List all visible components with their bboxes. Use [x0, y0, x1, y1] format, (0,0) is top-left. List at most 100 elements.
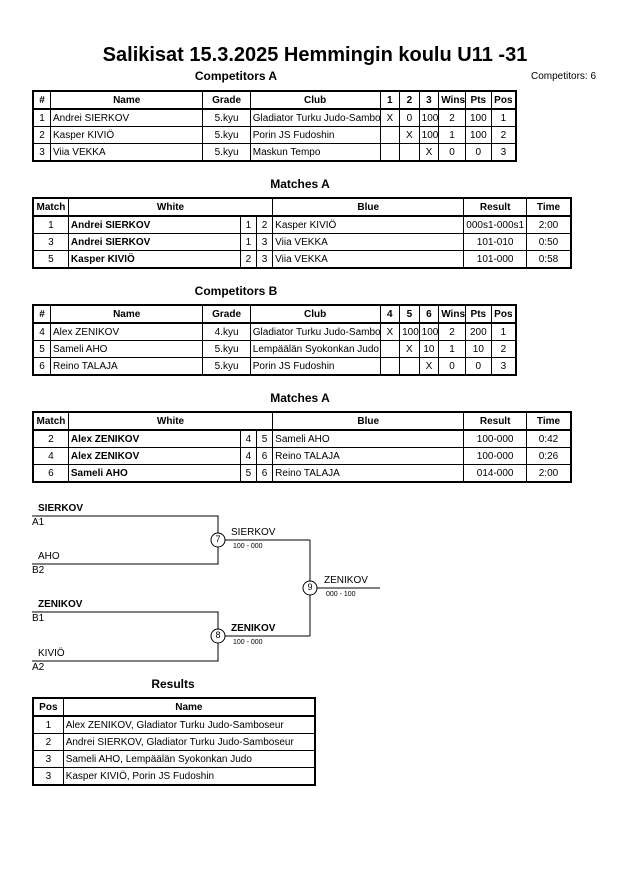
- cell-position: 1: [490, 108, 517, 127]
- header-number: #: [32, 90, 51, 110]
- cell-time: 2:00: [525, 464, 572, 483]
- match-9-marker: [302, 580, 318, 596]
- header-grade: Grade: [202, 304, 251, 324]
- m8-bottom-seed: A2: [32, 662, 45, 673]
- cell-result: 101-010: [463, 233, 527, 251]
- match-8-marker: [210, 628, 226, 644]
- cell-name: Sameli AHO, Lempäälän Syokonkan Judo: [62, 750, 316, 768]
- header-white: White: [67, 197, 274, 217]
- cell-club: Lempäälän Syokonkan Judo: [249, 340, 381, 358]
- m7-score: 100 - 000: [233, 543, 263, 550]
- cell-grade: 5.kyu: [202, 126, 251, 144]
- cell-name: Andrei SIERKOV, Gladiator Turku Judo-Sam…: [62, 733, 316, 751]
- header-m3: 6: [418, 304, 440, 324]
- header-wins: Wins: [438, 90, 466, 110]
- header-club: Club: [249, 304, 381, 324]
- m7-top-seed: A1: [32, 517, 45, 528]
- cell-grade: 5.kyu: [202, 143, 251, 162]
- cell-position: 2: [490, 126, 517, 144]
- header-blue: Blue: [272, 197, 465, 217]
- header-result: Result: [463, 411, 527, 431]
- cell-club: Porin JS Fudoshin: [249, 126, 381, 144]
- m7-winner: SIERKOV: [231, 527, 276, 538]
- cell-name: Kasper KIVIÖ, Porin JS Fudoshin: [62, 767, 316, 786]
- match-7-marker: [210, 532, 226, 548]
- m8-top-seed: B1: [32, 613, 45, 624]
- m8-top-name: ZENIKOV: [38, 599, 83, 610]
- cell-match: 3: [32, 233, 69, 251]
- cell-blue: Viia VEKKA: [272, 233, 465, 251]
- header-name: Name: [49, 90, 204, 110]
- cell-white: Andrei SIERKOV: [67, 233, 241, 251]
- m7-bottom-name: AHO: [38, 551, 60, 562]
- cell-position: 3: [32, 750, 64, 768]
- cell-wins: 0: [438, 143, 466, 162]
- cell-position: 2: [32, 733, 64, 751]
- cell-grade: 5.kyu: [202, 357, 251, 376]
- cell-name: Alex ZENIKOV, Gladiator Turku Judo-Sambo…: [62, 715, 316, 734]
- cell-blue-number: 6: [255, 447, 274, 465]
- cell-blue-number: 6: [255, 464, 274, 483]
- header-name: Name: [62, 697, 316, 717]
- page-title: Salikisat 15.3.2025 Hemmingin koulu U11 …: [102, 44, 528, 66]
- cell-wins: 1: [438, 126, 466, 144]
- cell-white: Alex ZENIKOV: [67, 447, 241, 465]
- m7-bottom-seed: B2: [32, 565, 45, 576]
- matches-a-heading: Matches A: [270, 177, 330, 191]
- header-match: Match: [32, 197, 69, 217]
- header-result: Result: [463, 197, 527, 217]
- cell-name: Viia VEKKA: [49, 143, 204, 162]
- cell-club: Maskun Tempo: [249, 143, 381, 162]
- match-7-number: 7: [215, 534, 221, 544]
- header-position: Pos: [32, 697, 64, 717]
- m8-winner: ZENIKOV: [231, 623, 276, 634]
- header-m3: 3: [418, 90, 440, 110]
- cell-blue: Reino TALAJA: [272, 447, 465, 465]
- cell-blue-number: 5: [255, 429, 274, 448]
- competitors-a-heading: Competitors A: [194, 69, 278, 83]
- header-position: Pos: [490, 304, 517, 324]
- cell-result: X: [399, 340, 420, 358]
- header-name: Name: [49, 304, 204, 324]
- cell-name: Reino TALAJA: [49, 357, 204, 376]
- cell-match: 5: [32, 250, 69, 269]
- cell-wins: 1: [438, 340, 466, 358]
- cell-position: 3: [490, 143, 517, 162]
- cell-position: 2: [490, 340, 517, 358]
- header-time: Time: [525, 197, 572, 217]
- cell-result: 014-000: [463, 464, 527, 483]
- cell-position: 1: [32, 715, 64, 734]
- header-grade: Grade: [202, 90, 251, 110]
- cell-time: 0:26: [525, 447, 572, 465]
- cell-position: 1: [490, 322, 517, 341]
- cell-name: Kasper KIVIÖ: [49, 126, 204, 144]
- m8-bottom-name: KIVIÖ: [38, 648, 65, 659]
- cell-wins: 0: [438, 357, 466, 376]
- competitors-b-heading: Competitors B: [194, 284, 278, 298]
- cell-match: 6: [32, 464, 69, 483]
- m9-score: 000 - 100: [326, 591, 356, 598]
